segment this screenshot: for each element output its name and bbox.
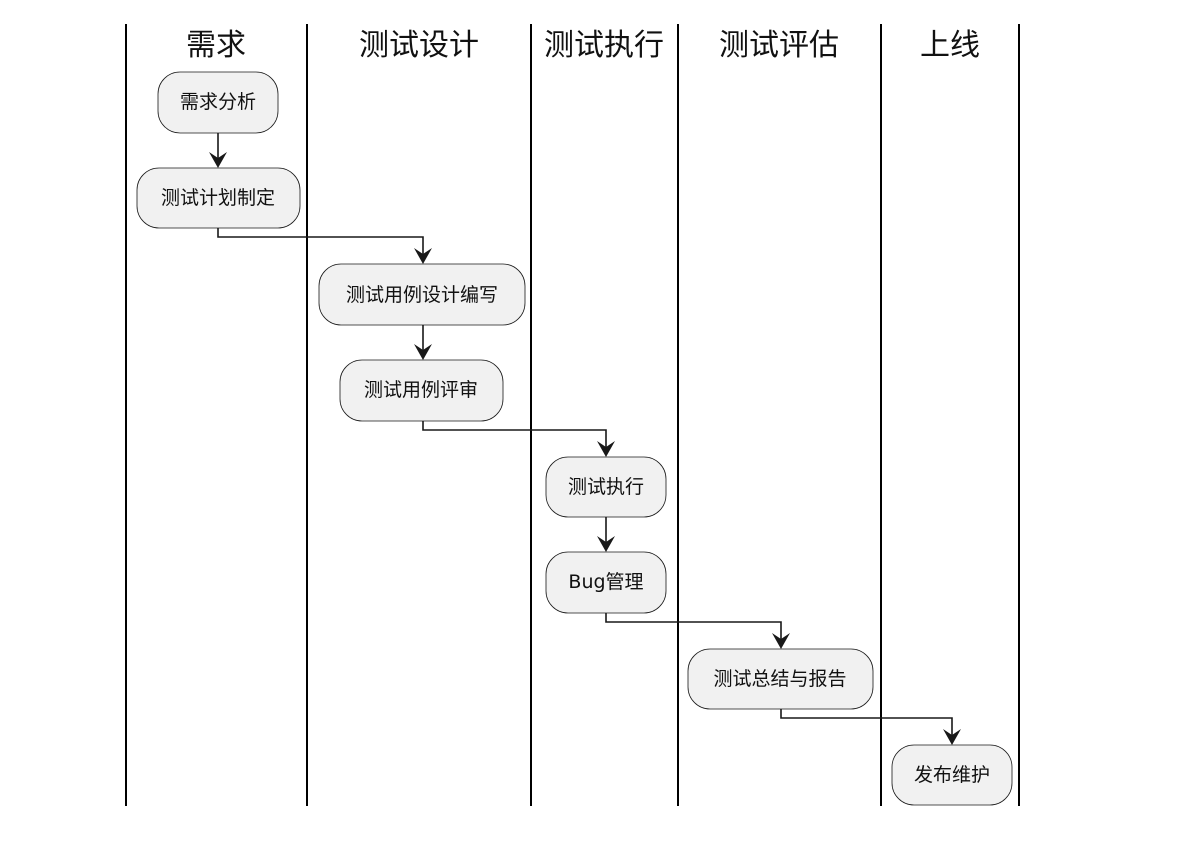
activity-box	[157, 71, 279, 134]
lane-title-release: 上线	[920, 28, 980, 63]
flow-arrow	[605, 613, 782, 645]
lane-title-test-evaluation: 测试评估	[719, 28, 839, 63]
activity-label: 测试用例评审	[364, 379, 478, 401]
activity-label: 测试总结与报告	[713, 668, 846, 690]
activity-box	[545, 551, 667, 614]
flow-arrow	[217, 228, 424, 260]
activity-node-bug-management: Bug管理	[545, 551, 667, 614]
activity-label: 发布维护	[914, 764, 990, 786]
arrowhead-icon	[597, 536, 615, 552]
activity-box	[339, 359, 504, 422]
lane-title-test-design: 测试设计	[359, 28, 479, 63]
lane-title-test-execution: 测试执行	[544, 28, 664, 63]
activity-node-requirements-analysis: 需求分析	[157, 71, 279, 134]
flow-arrow	[422, 421, 607, 453]
activity-box	[545, 456, 667, 518]
arrowhead-icon	[209, 152, 227, 168]
activity-box	[318, 263, 526, 326]
arrowhead-icon	[414, 248, 432, 264]
activity-label: 测试执行	[568, 476, 644, 498]
activity-node-test-case-review: 测试用例评审	[339, 359, 504, 422]
activity-node-test-execution: 测试执行	[545, 456, 667, 518]
activity-label: 测试计划制定	[161, 187, 275, 209]
lane-dividers	[125, 24, 1020, 806]
flow-connectors	[209, 133, 961, 745]
activity-box	[891, 744, 1013, 806]
arrowhead-icon	[597, 441, 615, 457]
activity-node-test-plan: 测试计划制定	[136, 167, 301, 229]
flow-arrow	[780, 709, 953, 741]
lane-headers: 需求 测试设计 测试执行 测试评估 上线	[186, 28, 980, 63]
activity-box	[136, 167, 301, 229]
activity-label: Bug管理	[568, 571, 643, 593]
activity-label: 测试用例设计编写	[346, 284, 498, 306]
arrowhead-icon	[772, 633, 790, 649]
activity-box	[687, 648, 874, 710]
activity-node-test-case-design: 测试用例设计编写	[318, 263, 526, 326]
arrowhead-icon	[943, 729, 961, 745]
arrowhead-icon	[414, 344, 432, 360]
activity-node-test-summary-report: 测试总结与报告	[687, 648, 874, 710]
activity-node-release-maintenance: 发布维护	[891, 744, 1013, 806]
activity-label: 需求分析	[180, 91, 256, 113]
lane-title-requirements: 需求	[186, 28, 246, 63]
activity-nodes: 需求分析 测试计划制定 测试用例设计编写 测试用例评审 测试执行 Bug管理 测…	[136, 71, 1013, 806]
